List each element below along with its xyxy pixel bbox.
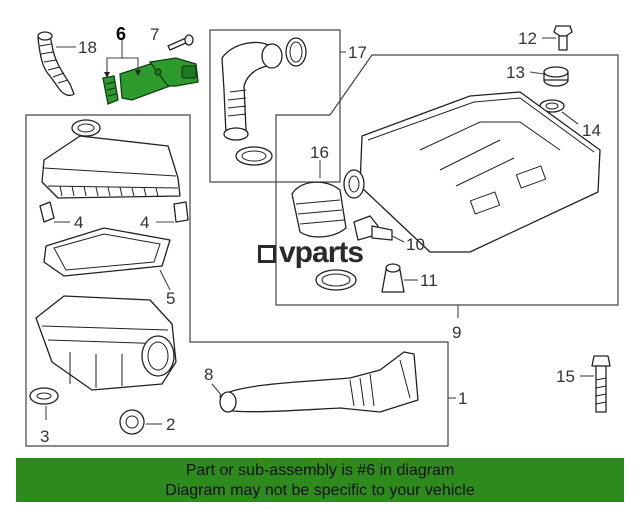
part-15-bolt[interactable]	[591, 355, 611, 413]
footer-line-2: Diagram may not be specific to your vehi…	[165, 482, 475, 499]
callout-2: 2	[166, 415, 175, 434]
part-4-clip-left[interactable]	[39, 201, 55, 223]
callout-4-left: 4	[74, 213, 83, 232]
callout-3: 3	[40, 427, 49, 446]
part-7-screw[interactable]	[167, 34, 194, 51]
air-cleaner-lower-case[interactable]	[35, 295, 177, 391]
part-11-sensor[interactable]	[381, 263, 405, 293]
callout-10: 10	[406, 235, 425, 254]
air-cleaner-group-box	[25, 114, 449, 447]
part-2-grommet[interactable]	[119, 409, 145, 435]
callout-15: 15	[556, 367, 575, 386]
callout-1: 1	[458, 389, 467, 408]
callout-6: 6	[116, 24, 126, 44]
part-3-grommet[interactable]	[29, 387, 59, 405]
callout-7: 7	[150, 25, 159, 44]
part-10-hose-fitting[interactable]	[353, 215, 393, 241]
part-1-intake-duct[interactable]	[219, 351, 419, 413]
air-cleaner-upper-case[interactable]	[41, 119, 181, 199]
callout-9: 9	[452, 323, 461, 342]
callout-12: 12	[518, 29, 537, 48]
part-13-grommet[interactable]	[543, 66, 569, 87]
engine-cover-group-box	[275, 54, 619, 306]
footer-line-1: Part or sub-assembly is #6 in diagram	[185, 462, 455, 479]
part-5-air-filter[interactable]	[43, 227, 171, 277]
callout-11: 11	[420, 271, 438, 290]
part-6-airflow-sensor[interactable]	[102, 57, 199, 105]
part-18-hose[interactable]	[37, 31, 75, 97]
callout-5: 5	[166, 289, 175, 308]
callout-17: 17	[348, 43, 367, 62]
intake-hose-group-box	[209, 29, 341, 183]
callout-16: 16	[310, 143, 329, 162]
part-4-clip-right[interactable]	[173, 201, 189, 223]
part-9-engine-cover[interactable]	[359, 91, 601, 253]
vparts-logo: vparts	[258, 236, 364, 269]
part-12-bolt[interactable]	[553, 25, 573, 51]
callout-8: 8	[204, 365, 213, 384]
part-16-boot[interactable]	[291, 169, 365, 291]
callout-13: 13	[506, 63, 525, 82]
callout-14: 14	[582, 121, 601, 140]
callout-4-right: 4	[140, 213, 149, 232]
vparts-logo-text: vparts	[279, 236, 364, 269]
callout-18: 18	[78, 38, 97, 57]
footer-banner: Part or sub-assembly is #6 in diagram Di…	[16, 458, 624, 502]
part-17-intake-elbow[interactable]	[221, 37, 307, 166]
